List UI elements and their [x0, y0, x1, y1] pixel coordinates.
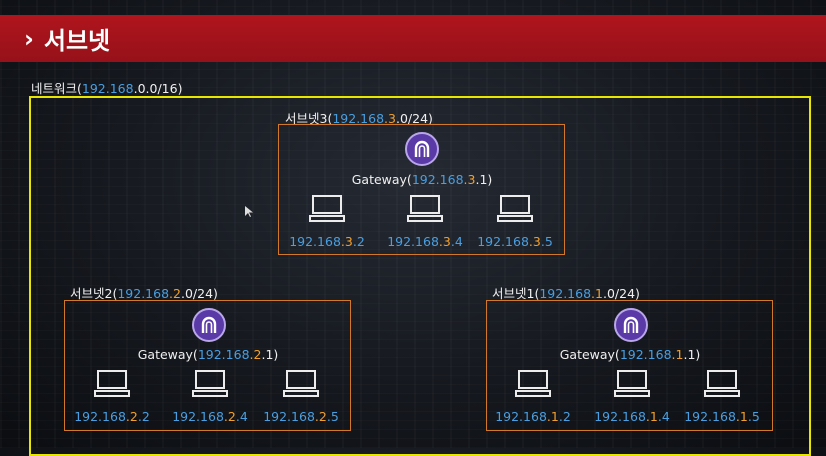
computer-icon: [614, 370, 650, 397]
subnet1-host-label: 192.168.1.2: [495, 409, 571, 424]
network-label: 네트워크(192.168.0.0/16): [31, 78, 182, 97]
computer-icon: [407, 195, 443, 222]
subnet2-host-label: 192.168.2.2: [74, 409, 150, 424]
gateway-prefix: Gateway(: [351, 172, 412, 187]
subnet3-label-prefix: 서브넷3(: [285, 111, 333, 126]
network-ip-suffix: .0/16): [145, 81, 183, 96]
mouse-cursor-icon: [245, 206, 253, 217]
subnet2-box: [64, 300, 351, 431]
computer-icon: [497, 195, 533, 222]
network-ip-oct12: 192.168: [81, 81, 134, 96]
router-icon: [192, 308, 226, 342]
subnet3-host-label: 192.168.3.4: [387, 234, 463, 249]
computer-icon: [704, 370, 740, 397]
subnet1-box: [486, 300, 773, 431]
subnet3-ip-suffix: .0/24): [395, 111, 433, 126]
network-ip-oct3: .0: [133, 81, 146, 96]
subnet2-host-label: 192.168.2.5: [263, 409, 339, 424]
subnet1-host-label: 192.168.1.4: [594, 409, 670, 424]
gateway-ip-suffix: .1): [475, 172, 493, 187]
subnet3-box: [278, 124, 565, 255]
gateway-ip-oct12: 192.168: [411, 172, 464, 187]
chevron-right-icon: ›: [24, 24, 34, 53]
computer-icon: [192, 370, 228, 397]
gateway-ip-oct3: .3: [463, 172, 476, 187]
subnet3-label: 서브넷3(192.168.3.0/24): [285, 108, 433, 127]
subnet3-host-label: 192.168.3.5: [477, 234, 553, 249]
subnet2-ip-oct3: .2: [169, 286, 181, 301]
subnet1-label-prefix: 서브넷1(: [492, 286, 540, 301]
subnet3-ip-oct12: 192.168: [332, 111, 385, 126]
subnet1-ip-oct3: .1: [591, 286, 603, 301]
subnet2-ip-oct12: 192.168: [117, 286, 170, 301]
subnet1-host-label: 192.168.1.5: [684, 409, 760, 424]
subnet3-ip-oct3: .3: [384, 111, 396, 126]
subnet1-gateway-label: Gateway(192.168.1.1): [559, 347, 701, 362]
router-icon: [405, 132, 439, 166]
router-icon: [614, 308, 648, 342]
subnet1-label: 서브넷1(192.168.1.0/24): [492, 283, 640, 302]
subnet3-host-label: 192.168.3.2: [289, 234, 365, 249]
subnet1-ip-suffix: .0/24): [602, 286, 640, 301]
subnet2-ip-suffix: .0/24): [180, 286, 218, 301]
computer-icon: [94, 370, 130, 397]
computer-icon: [283, 370, 319, 397]
computer-icon: [515, 370, 551, 397]
network-label-prefix: 네트워크(: [31, 81, 82, 96]
subnet2-gateway-label: Gateway(192.168.2.1): [137, 347, 279, 362]
computer-icon: [309, 195, 345, 222]
subnet2-label: 서브넷2(192.168.2.0/24): [70, 283, 218, 302]
page-title: 서브넷: [43, 27, 111, 55]
title-bar: › 서브넷: [0, 15, 826, 62]
subnet2-label-prefix: 서브넷2(: [70, 286, 118, 301]
subnet2-host-label: 192.168.2.4: [172, 409, 248, 424]
subnet1-ip-oct12: 192.168: [539, 286, 592, 301]
subnet3-gateway-label: Gateway(192.168.3.1): [322, 172, 522, 187]
